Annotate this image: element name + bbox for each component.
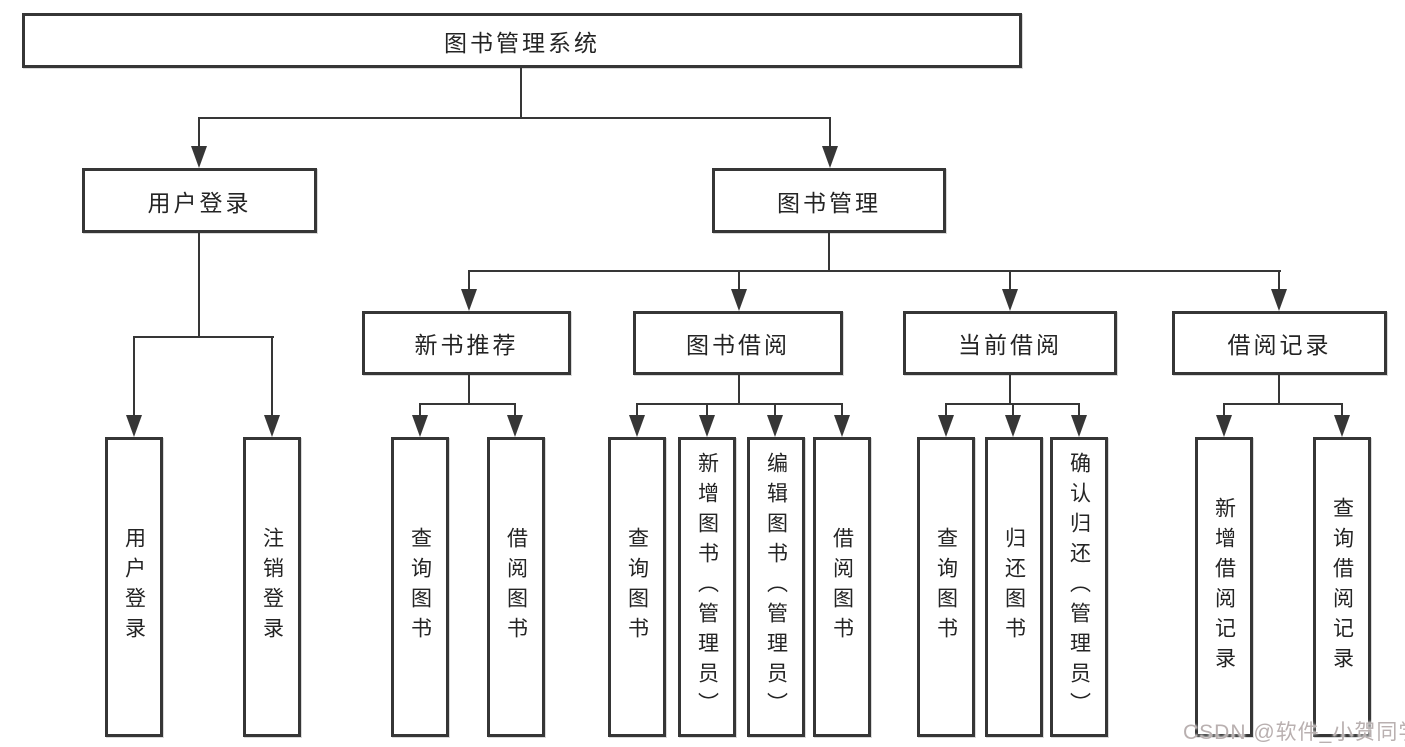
arrow-down-icon bbox=[699, 415, 715, 437]
leaf-label: 确认归还（管理员） bbox=[1067, 452, 1091, 722]
leaf-confirm-return-admin: 确认归还（管理员） bbox=[1050, 437, 1108, 737]
connector-line bbox=[945, 403, 947, 417]
leaf-label: 查询图书 bbox=[408, 527, 432, 647]
node-user-login: 用户登录 bbox=[82, 168, 317, 233]
arrow-down-icon bbox=[1071, 415, 1087, 437]
connector-line bbox=[636, 403, 638, 417]
connector-line bbox=[1278, 375, 1280, 405]
node-label: 借阅记录 bbox=[1227, 332, 1332, 358]
arrow-down-icon bbox=[822, 146, 838, 168]
node-label: 图书管理 bbox=[777, 189, 881, 216]
node-label: 图书借阅 bbox=[686, 332, 790, 358]
connector-line bbox=[1223, 403, 1343, 405]
arrow-down-icon bbox=[507, 415, 523, 437]
arrow-down-icon bbox=[767, 415, 783, 437]
leaf-query-books-recommend: 查询图书 bbox=[391, 437, 449, 737]
leaf-logout: 注销登录 bbox=[243, 437, 301, 737]
connector-line bbox=[198, 233, 200, 338]
arrow-down-icon bbox=[1334, 415, 1350, 437]
node-label: 当前借阅 bbox=[958, 332, 1062, 358]
node-label: 新书推荐 bbox=[414, 332, 519, 358]
connector-line bbox=[828, 233, 830, 272]
connector-line bbox=[829, 117, 831, 149]
connector-line bbox=[636, 403, 843, 405]
leaf-label: 查询借阅记录 bbox=[1330, 497, 1354, 677]
arrow-down-icon bbox=[1216, 415, 1232, 437]
connector-line bbox=[133, 336, 274, 338]
connector-line bbox=[1341, 403, 1343, 417]
node-book-borrowing: 图书借阅 bbox=[633, 311, 843, 375]
leaf-label: 编辑图书（管理员） bbox=[764, 452, 788, 722]
leaf-borrow-books-borrowing: 借阅图书 bbox=[813, 437, 871, 737]
arrow-down-icon bbox=[264, 415, 280, 437]
node-current-borrowing: 当前借阅 bbox=[903, 311, 1117, 375]
arrow-down-icon bbox=[1002, 289, 1018, 311]
connector-line bbox=[419, 403, 421, 417]
connector-line bbox=[198, 117, 831, 119]
node-label: 用户登录 bbox=[147, 189, 252, 216]
connector-line bbox=[1223, 403, 1225, 417]
connector-line bbox=[1009, 375, 1011, 405]
leaf-label: 注销登录 bbox=[260, 527, 284, 647]
connector-line bbox=[271, 336, 273, 416]
connector-line bbox=[1012, 403, 1014, 417]
leaf-query-books-current: 查询图书 bbox=[917, 437, 975, 737]
connector-line bbox=[774, 403, 776, 417]
node-new-book-recommendation: 新书推荐 bbox=[362, 311, 571, 375]
connector-line bbox=[1078, 403, 1080, 417]
arrow-down-icon bbox=[126, 415, 142, 437]
connector-line bbox=[520, 68, 522, 118]
arrow-down-icon bbox=[461, 289, 477, 311]
leaf-label: 查询图书 bbox=[625, 527, 649, 647]
arrow-down-icon bbox=[191, 146, 207, 168]
leaf-edit-books-admin: 编辑图书（管理员） bbox=[747, 437, 805, 737]
connector-line bbox=[133, 336, 135, 416]
node-borrowing-records: 借阅记录 bbox=[1172, 311, 1387, 375]
connector-line bbox=[1009, 270, 1011, 290]
arrow-down-icon bbox=[629, 415, 645, 437]
leaf-add-borrow-record: 新增借阅记录 bbox=[1195, 437, 1253, 737]
connector-line bbox=[469, 270, 1281, 272]
node-library-management-system: 图书管理系统 bbox=[22, 13, 1022, 68]
leaf-user-login: 用户登录 bbox=[105, 437, 163, 737]
connector-line bbox=[1278, 270, 1280, 290]
leaf-return-books: 归还图书 bbox=[985, 437, 1043, 737]
leaf-borrow-books-recommend: 借阅图书 bbox=[487, 437, 545, 737]
connector-line bbox=[198, 117, 200, 149]
connector-line bbox=[468, 375, 470, 405]
arrow-down-icon bbox=[412, 415, 428, 437]
leaf-label: 归还图书 bbox=[1002, 527, 1026, 647]
connector-line bbox=[468, 270, 470, 290]
leaf-label: 查询图书 bbox=[934, 527, 958, 647]
arrow-down-icon bbox=[1271, 289, 1287, 311]
arrow-down-icon bbox=[1005, 415, 1021, 437]
node-book-management: 图书管理 bbox=[712, 168, 946, 233]
leaf-label: 借阅图书 bbox=[830, 527, 854, 647]
leaf-label: 借阅图书 bbox=[504, 527, 528, 647]
arrow-down-icon bbox=[834, 415, 850, 437]
connector-line bbox=[706, 403, 708, 417]
leaf-label: 新增图书（管理员） bbox=[695, 452, 719, 722]
connector-line bbox=[738, 270, 740, 290]
leaf-label: 用户登录 bbox=[122, 527, 146, 647]
arrow-down-icon bbox=[731, 289, 747, 311]
connector-line bbox=[514, 403, 516, 417]
leaf-query-borrow-record: 查询借阅记录 bbox=[1313, 437, 1371, 737]
leaf-query-books-borrowing: 查询图书 bbox=[608, 437, 666, 737]
node-label: 图书管理系统 bbox=[444, 29, 600, 56]
watermark-csdn: CSDN @软件_小贺同学 bbox=[1183, 721, 1405, 744]
connector-line bbox=[841, 403, 843, 417]
leaf-add-books-admin: 新增图书（管理员） bbox=[678, 437, 736, 737]
arrow-down-icon bbox=[938, 415, 954, 437]
leaf-label: 新增借阅记录 bbox=[1212, 497, 1236, 677]
connector-line bbox=[419, 403, 516, 405]
connector-line bbox=[738, 375, 740, 405]
